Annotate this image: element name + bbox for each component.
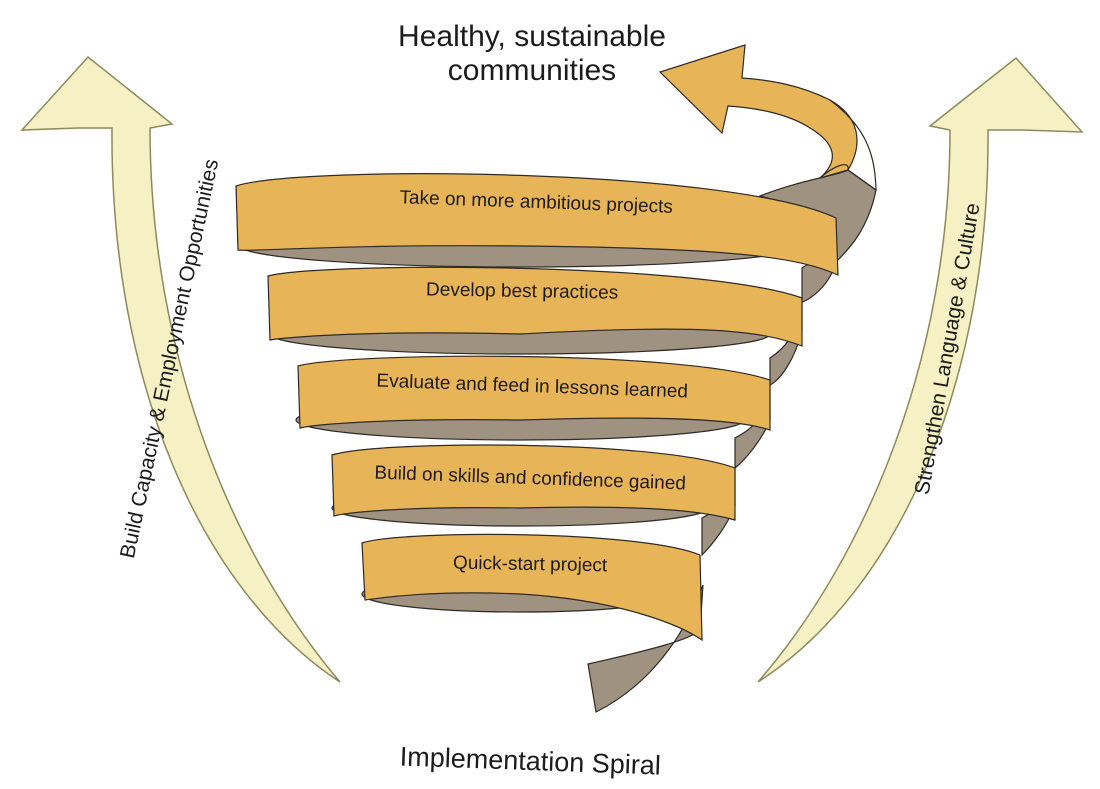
title-line-1: Healthy, sustainable	[398, 20, 666, 53]
spiral-tail	[587, 584, 704, 713]
top-curved-arrow	[658, 44, 858, 179]
band-4	[331, 444, 736, 521]
top-arrow-rim	[819, 99, 877, 192]
right-arrow	[757, 56, 1084, 683]
band-2	[267, 266, 803, 347]
band-1	[235, 173, 839, 276]
step-label-5: Quick-start project	[453, 553, 608, 577]
band-3	[297, 355, 771, 431]
spiral-caption: Implementation Spiral	[399, 741, 661, 780]
title-line-2: communities	[448, 54, 616, 87]
left-arrow	[20, 55, 341, 683]
step-label-2: Develop best practices	[426, 279, 619, 303]
band-5	[361, 533, 703, 642]
spiral-front	[235, 173, 839, 642]
